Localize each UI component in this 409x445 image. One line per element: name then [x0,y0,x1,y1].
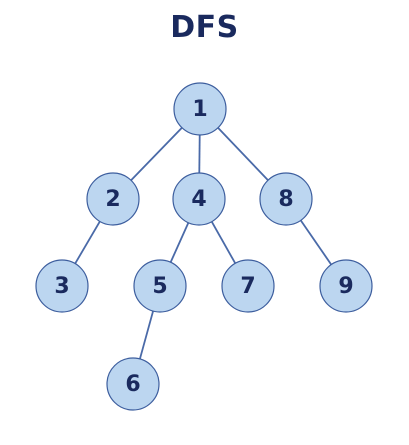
node-label: 8 [278,187,293,212]
node-label: 5 [152,274,167,299]
node-label: 2 [105,187,120,212]
edge-1-2 [130,127,183,181]
edge-8-9 [300,219,332,266]
page-title: DFS [170,10,239,45]
node-circle [221,259,275,313]
node-circle [133,259,187,313]
edge-2-3 [74,220,101,265]
nodes-layer: 1 2 4 8 3 5 7 9 6 [35,82,373,411]
node-label: 3 [54,274,69,299]
tree-node-2: 2 [86,172,140,226]
tree-node-1: 1 [173,82,227,136]
edge-1-8 [217,127,269,181]
node-circle [259,172,313,226]
node-circle [173,82,227,136]
tree-node-6: 6 [106,357,160,411]
node-label: 7 [240,274,255,299]
node-circle [172,172,226,226]
node-label: 6 [125,372,140,397]
node-label: 4 [191,187,206,212]
edge-5-6 [139,310,154,360]
tree-node-8: 8 [259,172,313,226]
node-label: 1 [192,97,207,122]
edge-4-7 [210,221,237,264]
edges-layer [74,127,332,360]
node-label: 9 [338,274,353,299]
node-circle [35,259,89,313]
node-circle [106,357,160,411]
tree-node-9: 9 [319,259,373,313]
node-circle [86,172,140,226]
node-circle [319,259,373,313]
edge-4-5 [169,222,190,263]
tree-node-3: 3 [35,259,89,313]
tree-node-7: 7 [221,259,275,313]
tree-node-5: 5 [133,259,187,313]
tree-node-4: 4 [172,172,226,226]
